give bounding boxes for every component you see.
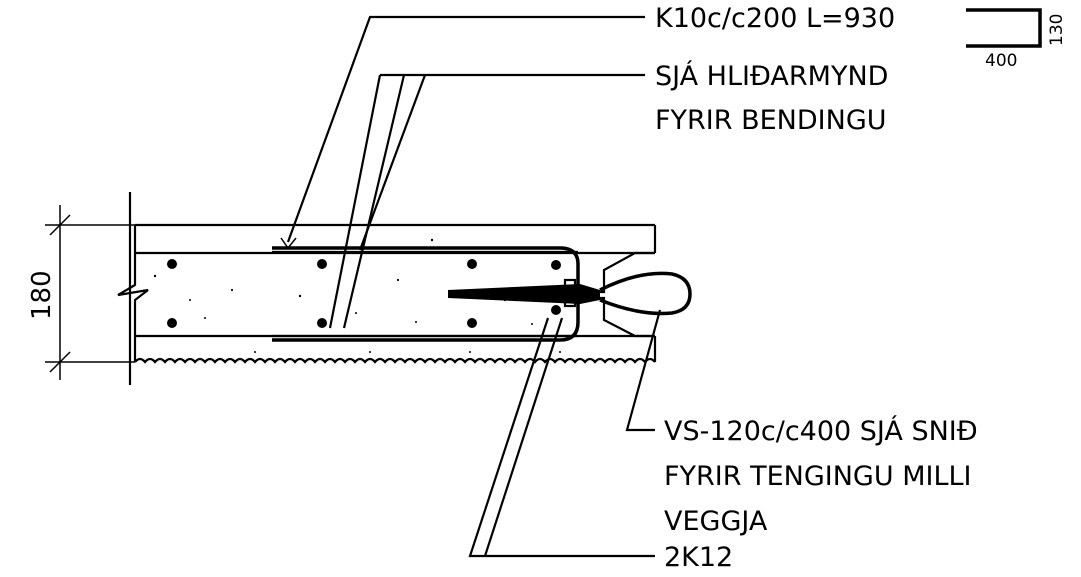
callout-connector-line-3: VEGGJA	[664, 506, 768, 537]
callout-bars-line-1: 2K12	[664, 542, 733, 573]
dimension-tick-bottom	[49, 351, 71, 373]
concrete-speckle	[153, 238, 561, 353]
callout-side-view-line-1: SJÁ HLIÐARMYND	[655, 60, 888, 92]
callout-connector-line-1: VS-120c/c400 SJÁ SNIÐ	[664, 415, 978, 447]
leader-stirrup-arrow	[280, 237, 297, 250]
stirrup-shape-outline	[966, 8, 1042, 48]
thickness-dimension-label: 180	[27, 270, 57, 320]
shape-height-label: 130	[1047, 14, 1067, 46]
leader-bars-2	[483, 317, 564, 557]
leader-bars-1	[468, 317, 655, 558]
callout-stirrup-line-1: K10c/c200 L=930	[655, 3, 895, 34]
panel-end-notch-top	[590, 251, 655, 294]
shape-width-label: 400	[985, 51, 1017, 71]
wire-loop-connector	[448, 271, 692, 316]
leader-lines	[280, 15, 662, 558]
leader-stirrup	[286, 15, 645, 243]
panel-end-notch-bottom	[590, 296, 655, 338]
thickness-dimension: 180	[27, 205, 135, 380]
insulation-wavy-edge	[134, 357, 656, 364]
leader-connector	[625, 309, 662, 432]
callout-texts: K10c/c200 L=930 SJÁ HLIÐARMYND FYRIR BEN…	[655, 3, 978, 573]
leader-side-view-2	[342, 74, 406, 329]
callout-side-view-line-2: FYRIR BENDINGU	[655, 105, 887, 136]
callout-connector-line-2: FYRIR TENGINGU MILLI	[664, 461, 972, 492]
wall-section	[117, 192, 692, 385]
leader-side-view-3	[358, 74, 427, 251]
dimension-tick-top	[49, 214, 71, 236]
stirrup-shape-key: 400 130	[966, 8, 1067, 71]
reinforcement-bar-dots	[167, 259, 561, 328]
break-line	[117, 253, 149, 336]
leader-side-view-1	[328, 74, 382, 329]
